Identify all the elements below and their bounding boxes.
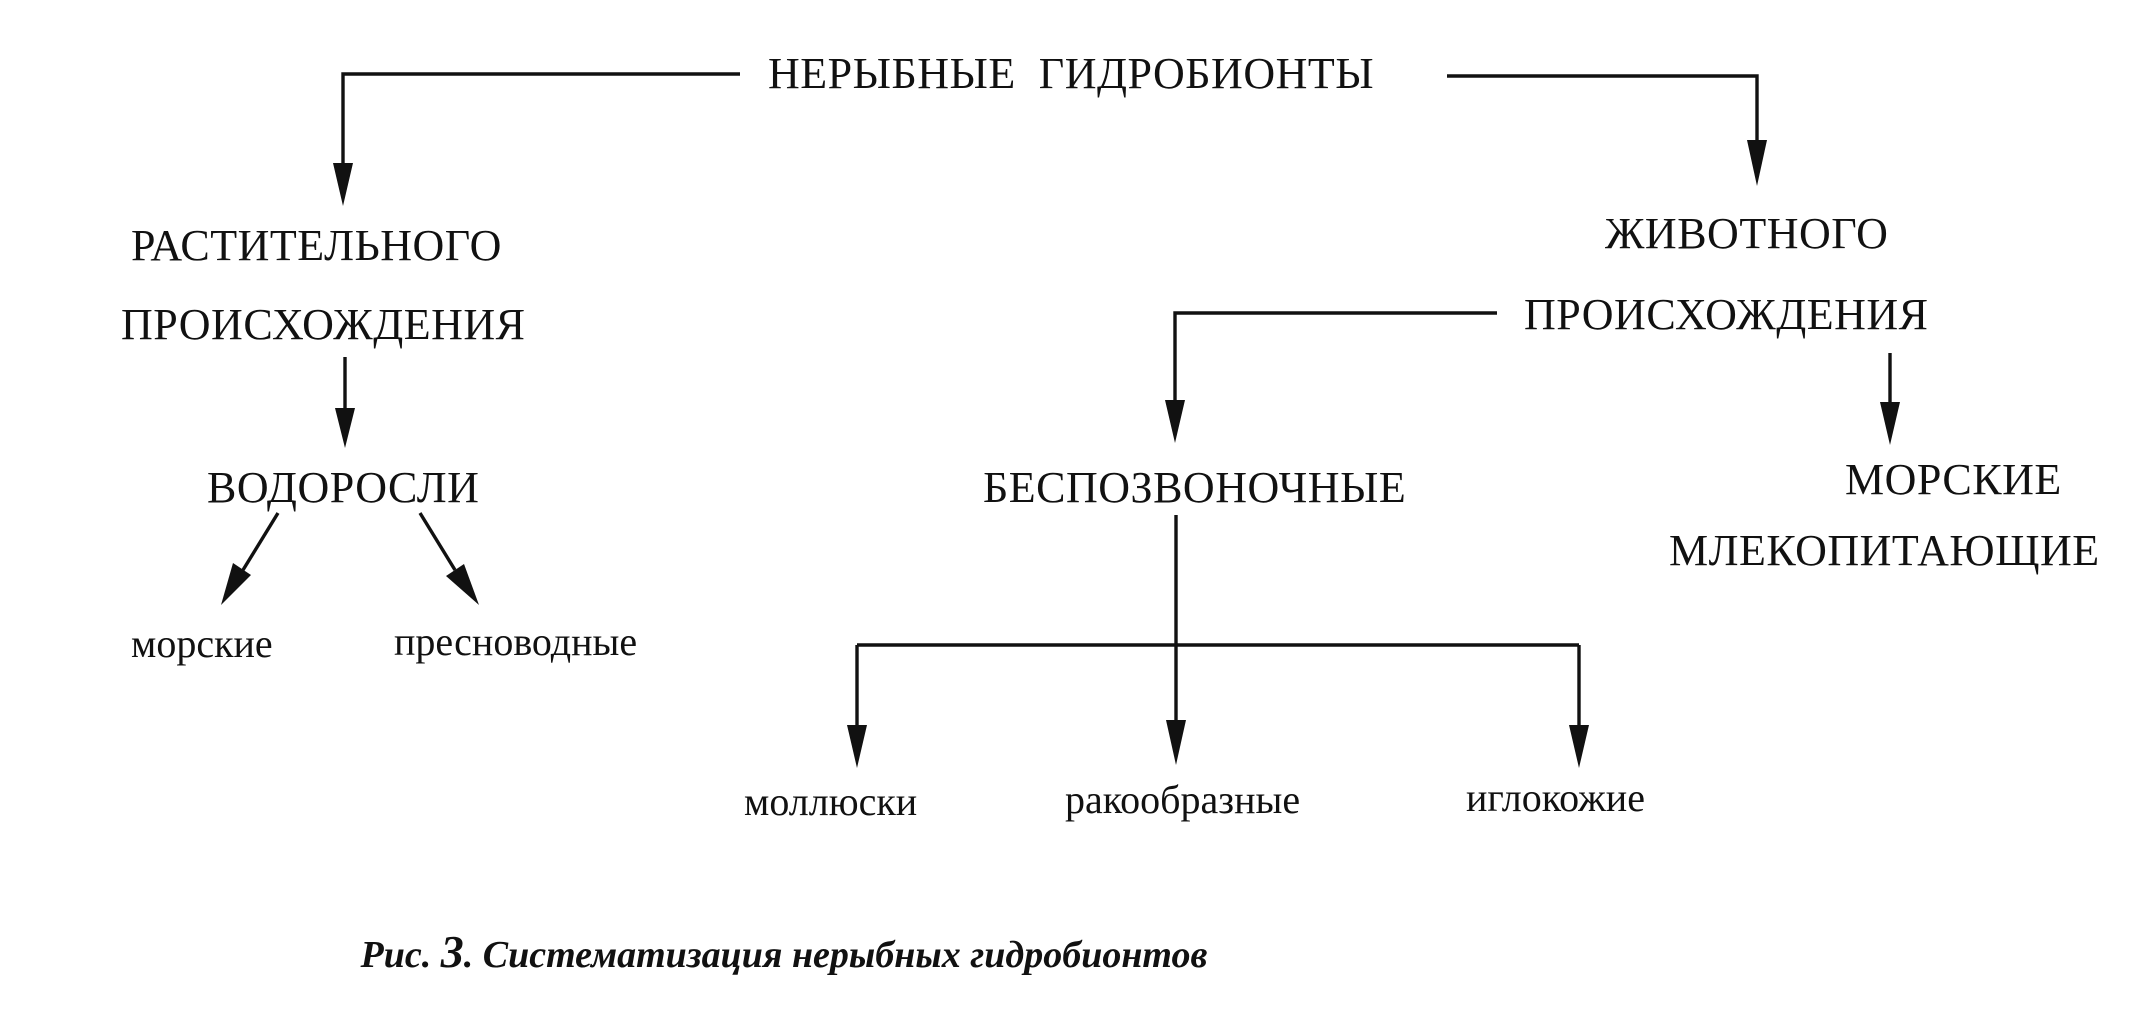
root-node: НЕРЫБНЫЕ ГИДРОБИОНТЫ <box>768 49 1375 98</box>
caption-text: . Систематизация нерыбных гидробионтов <box>463 934 1208 976</box>
mollusks-node: моллюски <box>744 779 918 824</box>
arrowhead-crustaceans <box>1166 720 1186 765</box>
arrowhead-sea <box>221 563 251 605</box>
algae-freshwater-node: пресноводные <box>394 619 638 664</box>
caption-number: 3 <box>440 926 464 977</box>
connector-algae-fresh <box>418 512 457 571</box>
connector-root-animal <box>1447 74 1759 140</box>
algae-sea-node: морские <box>131 621 273 666</box>
animal-origin-line1: ЖИВОТНОГО <box>1605 209 1889 258</box>
arrowhead-echinoderms <box>1569 725 1589 768</box>
plant-origin-line2: ПРОИСХОЖДЕНИЯ <box>121 300 526 349</box>
algae-node: ВОДОРОСЛИ <box>207 463 480 512</box>
arrowhead-plant-origin <box>333 163 353 206</box>
marine-mammals-line2: МЛЕКОПИТАЮЩИЕ <box>1669 526 2100 575</box>
arrowhead-algae <box>335 408 355 448</box>
arrowhead-mollusks <box>847 725 867 768</box>
arrowhead-animal-origin <box>1747 140 1767 186</box>
connector-root-plant <box>341 72 740 163</box>
invertebrates-node: БЕСПОЗВОНОЧНЫЕ <box>983 463 1407 512</box>
echinoderms-node: иглокожие <box>1466 775 1645 820</box>
arrowhead-invertebrates <box>1165 400 1185 443</box>
marine-mammals-line1: МОРСКИЕ <box>1845 455 2062 504</box>
connector-animal-invertebrates <box>1173 311 1497 400</box>
arrowhead-fresh <box>446 564 479 605</box>
animal-origin-line2: ПРОИСХОЖДЕНИЯ <box>1524 290 1929 339</box>
connector-algae-sea <box>241 512 280 571</box>
figure-caption: Рис. 3. Систематизация нерыбных гидробио… <box>0 925 1568 978</box>
plant-origin-line1: РАСТИТЕЛЬНОГО <box>131 221 502 270</box>
arrowhead-mammals <box>1880 402 1900 445</box>
crustaceans-node: ракообразные <box>1065 777 1301 822</box>
caption-prefix: Рис. <box>360 934 432 976</box>
